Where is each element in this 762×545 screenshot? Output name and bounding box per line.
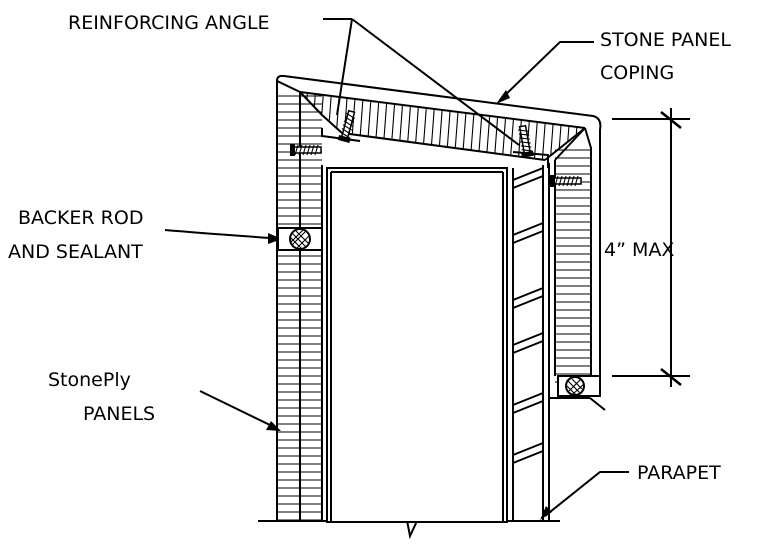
hatch-line (512, 332, 544, 346)
hatch-line (512, 400, 544, 414)
hatch-line (512, 295, 544, 309)
hatch-line (477, 92, 485, 160)
hatch-line (421, 92, 429, 160)
backer-rod-left (277, 227, 323, 251)
label-parapet: PARAPET (637, 462, 721, 484)
screw-icon (337, 109, 356, 143)
hatch-line (512, 340, 544, 354)
anchor-screws (290, 109, 582, 187)
screw-icon (518, 124, 534, 158)
hatch-line (512, 442, 544, 456)
left-stoneply-panel (276, 79, 323, 521)
hatch-line (541, 92, 549, 160)
hatch-line (512, 230, 544, 244)
screw-icon (550, 175, 582, 187)
hatch-line (397, 92, 405, 160)
hatch-line (461, 92, 469, 160)
hatch-line (357, 92, 365, 160)
hatch-line (512, 287, 544, 301)
screw-icon (290, 144, 322, 156)
hatch-line (381, 92, 389, 160)
hatch-line (512, 450, 544, 464)
label-dimension: 4” MAX (604, 239, 674, 261)
label-panels: PANELS (83, 403, 155, 425)
hatch-line (512, 167, 544, 181)
hatch-line (413, 92, 421, 160)
hatch-line (512, 392, 544, 406)
hatch-line (373, 92, 381, 160)
label-backer-rod: BACKER ROD (18, 207, 143, 229)
hatch-line (581, 92, 585, 160)
hatch-line (512, 222, 544, 236)
label-reinforcing-angle: REINFORCING ANGLE (68, 12, 270, 34)
label-coping: COPING (600, 62, 674, 84)
label-stone-panel: STONE PANEL (600, 29, 731, 51)
parapet-wall (326, 163, 550, 523)
backer-rod-right (557, 375, 601, 397)
hatch-line (389, 92, 397, 160)
label-stoneply: StonePly (48, 369, 131, 391)
hatch-line (429, 92, 437, 160)
hatch-line (469, 92, 477, 160)
dimension-4in (612, 108, 690, 387)
right-stone-panel (548, 127, 606, 411)
hatch-line (573, 92, 581, 160)
hatch-line (325, 92, 333, 160)
hatch-line (365, 92, 373, 160)
label-and-sealant: AND SEALANT (8, 241, 143, 263)
hatch-line (512, 175, 544, 189)
hatch-line (405, 92, 413, 160)
